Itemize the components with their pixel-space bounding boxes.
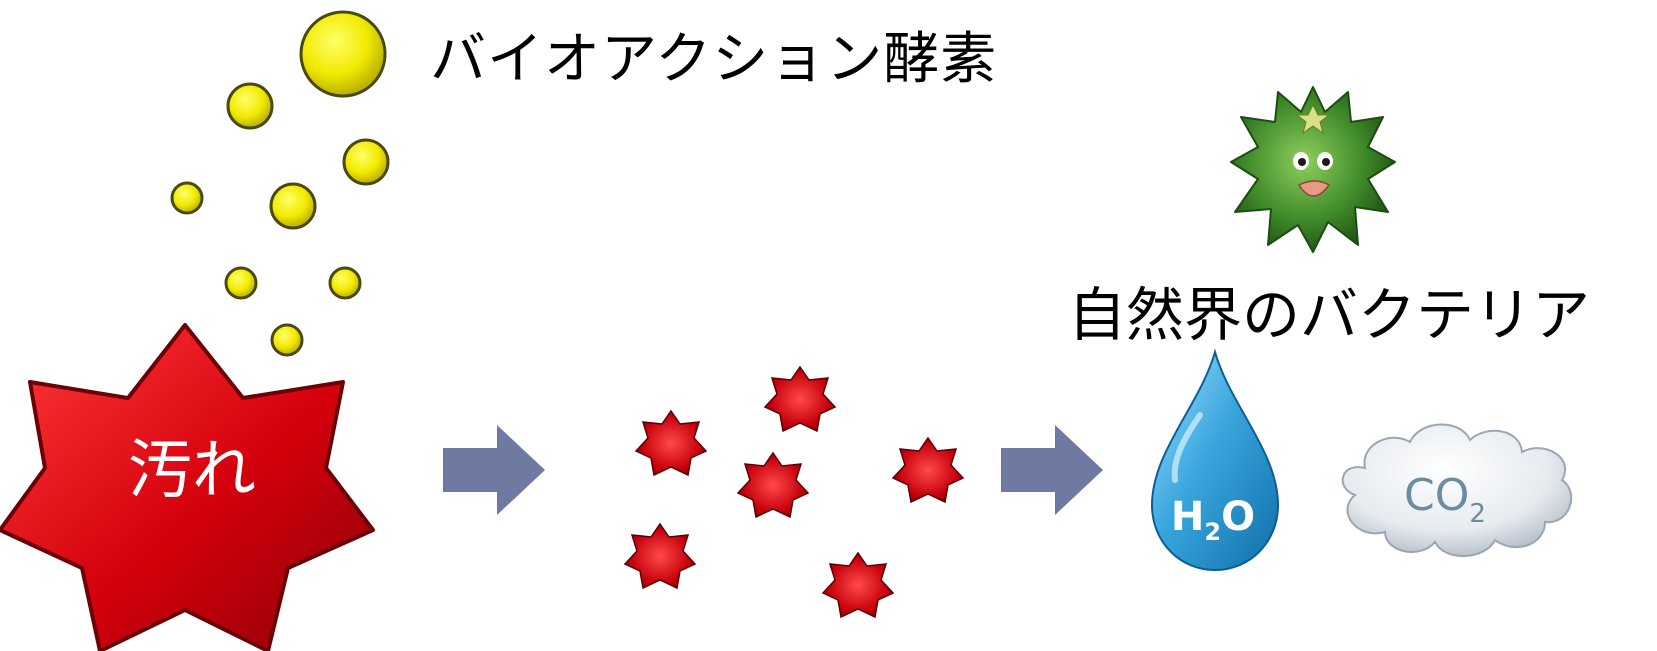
red-star-burst-icon — [0, 323, 375, 651]
arrow-2 — [1001, 425, 1103, 515]
bacteria-label: 自然界のバクテリア — [1068, 281, 1591, 349]
small-red-star-icon — [634, 409, 708, 477]
enzyme-balls — [170, 10, 390, 357]
yellow-ball-icon — [226, 82, 274, 130]
small-red-star-icon — [623, 522, 697, 590]
water-o: O — [1221, 494, 1255, 540]
dirt-label: 汚れ — [128, 434, 256, 508]
yellow-ball-icon — [328, 266, 362, 300]
co2-cloud: CO2 — [1341, 423, 1572, 557]
yellow-ball-icon — [342, 138, 390, 186]
right-arrow-icon — [1001, 425, 1103, 515]
co2-co: CO — [1404, 470, 1469, 521]
water-h: H — [1171, 494, 1204, 540]
cloud-icon — [1341, 423, 1572, 557]
small-red-star-icon — [736, 451, 810, 519]
co2-formula: CO2 — [1404, 470, 1486, 529]
dirt-star: 汚れ — [0, 323, 375, 651]
water-formula: H2O — [1171, 494, 1255, 546]
small-red-star-icon — [821, 551, 895, 619]
co2-subscript: 2 — [1469, 499, 1486, 529]
arrow-1 — [443, 425, 545, 515]
small-red-star-icon — [763, 365, 837, 433]
yellow-ball-icon — [170, 181, 204, 215]
bacteria-character-icon — [1230, 86, 1396, 253]
dirt-fragments — [623, 365, 965, 619]
bacteria-character — [1230, 86, 1396, 253]
small-red-star-icon — [891, 436, 965, 504]
water-drop-icon — [1150, 348, 1280, 572]
enzyme-label: バイオアクション酵素 — [430, 27, 998, 92]
water-subscript: 2 — [1204, 518, 1221, 546]
yellow-ball-icon — [299, 10, 387, 98]
yellow-ball-icon — [224, 266, 258, 300]
yellow-ball-icon — [270, 323, 304, 357]
yellow-ball-icon — [269, 182, 317, 230]
right-arrow-icon — [443, 425, 545, 515]
water-drop: H2O — [1150, 348, 1280, 572]
